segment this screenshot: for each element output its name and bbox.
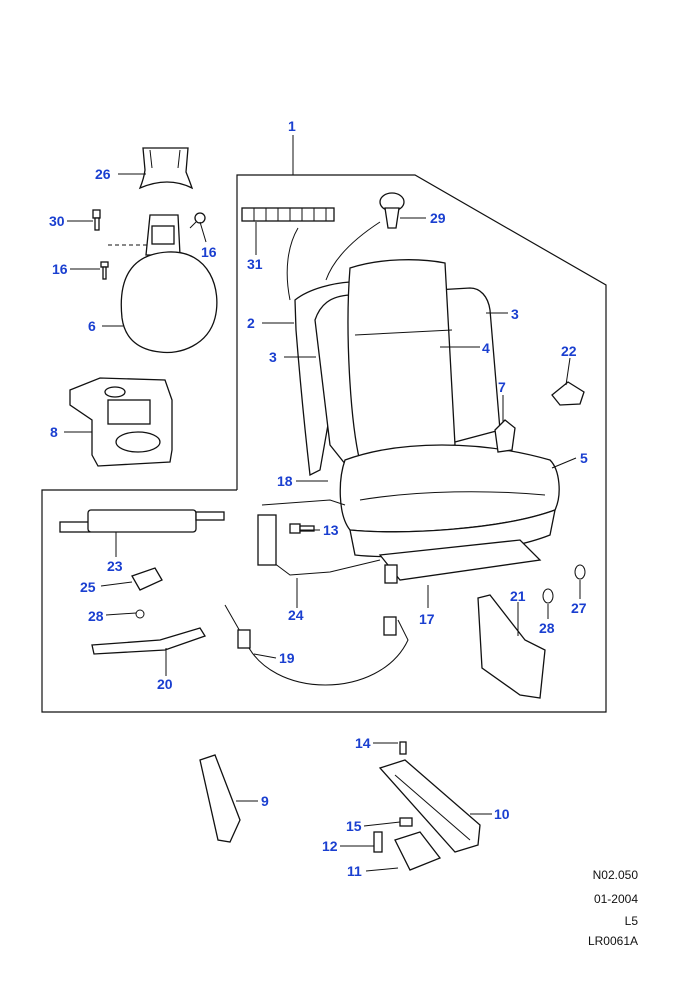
callout-9: 9 bbox=[261, 793, 269, 809]
ring-27 bbox=[574, 564, 586, 580]
callout-16-right: 16 bbox=[201, 244, 217, 260]
callout-17: 17 bbox=[419, 611, 435, 627]
callout-labels: 1 2 3 3 4 5 6 7 8 9 10 11 12 13 14 15 16… bbox=[49, 118, 588, 879]
callout-24: 24 bbox=[288, 607, 304, 623]
callout-11: 11 bbox=[347, 863, 362, 879]
armrest bbox=[378, 759, 481, 853]
callout-3-right: 3 bbox=[511, 306, 519, 322]
headrest-guide bbox=[138, 147, 194, 190]
callout-26: 26 bbox=[95, 166, 111, 182]
callout-28-right: 28 bbox=[539, 620, 555, 636]
leader-lines bbox=[64, 135, 581, 872]
callout-19: 19 bbox=[279, 650, 295, 666]
bolt-13 bbox=[289, 523, 315, 534]
callout-8: 8 bbox=[50, 424, 58, 440]
reference-level: L5 bbox=[624, 914, 638, 928]
callout-22: 22 bbox=[561, 343, 577, 359]
callout-5: 5 bbox=[580, 450, 588, 466]
callout-13: 13 bbox=[323, 522, 339, 538]
callout-30: 30 bbox=[49, 213, 65, 229]
callout-21: 21 bbox=[510, 588, 526, 604]
callout-18: 18 bbox=[277, 473, 293, 489]
clip-28-left bbox=[135, 609, 145, 619]
callout-16-left: 16 bbox=[52, 261, 68, 277]
link-rod bbox=[91, 627, 206, 655]
pad-25 bbox=[131, 567, 163, 591]
callout-4: 4 bbox=[482, 340, 490, 356]
callout-6: 6 bbox=[88, 318, 96, 334]
callout-2: 2 bbox=[247, 315, 255, 331]
warning-label-strip bbox=[241, 207, 335, 222]
seat-bracket bbox=[477, 594, 546, 699]
ring-28 bbox=[542, 588, 554, 604]
screw-15 bbox=[399, 817, 413, 827]
callout-3-left: 3 bbox=[269, 349, 277, 365]
callout-27: 27 bbox=[571, 600, 587, 616]
screw-14 bbox=[399, 741, 407, 755]
callout-14: 14 bbox=[355, 735, 371, 751]
release-cable bbox=[224, 604, 409, 686]
seat-assembly bbox=[294, 259, 560, 584]
callout-15: 15 bbox=[346, 818, 362, 834]
gas-strut bbox=[59, 509, 225, 533]
callout-20: 20 bbox=[157, 676, 173, 692]
push-clip bbox=[379, 192, 405, 229]
lumbar-knob bbox=[551, 381, 585, 406]
callout-10: 10 bbox=[494, 806, 510, 822]
callout-29: 29 bbox=[430, 210, 446, 226]
side-trim bbox=[199, 754, 241, 843]
reference-code: N02.050 bbox=[592, 868, 638, 882]
assembly-frame bbox=[41, 174, 607, 713]
screw-12 bbox=[373, 831, 383, 853]
armrest-bracket bbox=[394, 831, 442, 871]
callout-25: 25 bbox=[80, 579, 96, 595]
cup-holder-tray bbox=[69, 377, 173, 467]
callout-23: 23 bbox=[107, 558, 123, 574]
screw-30 bbox=[92, 209, 101, 231]
screw-16-right bbox=[189, 212, 206, 229]
callout-31: 31 bbox=[247, 256, 263, 272]
illustration-number: LR0061A bbox=[587, 934, 638, 948]
callout-7: 7 bbox=[498, 379, 506, 395]
seat-base-frame bbox=[257, 499, 381, 576]
callout-28-left: 28 bbox=[88, 608, 104, 624]
callout-1: 1 bbox=[288, 118, 296, 134]
callout-12: 12 bbox=[322, 838, 338, 854]
head-restraint bbox=[108, 214, 218, 354]
screw-16-left bbox=[100, 261, 109, 280]
reference-date: 01-2004 bbox=[593, 892, 638, 906]
